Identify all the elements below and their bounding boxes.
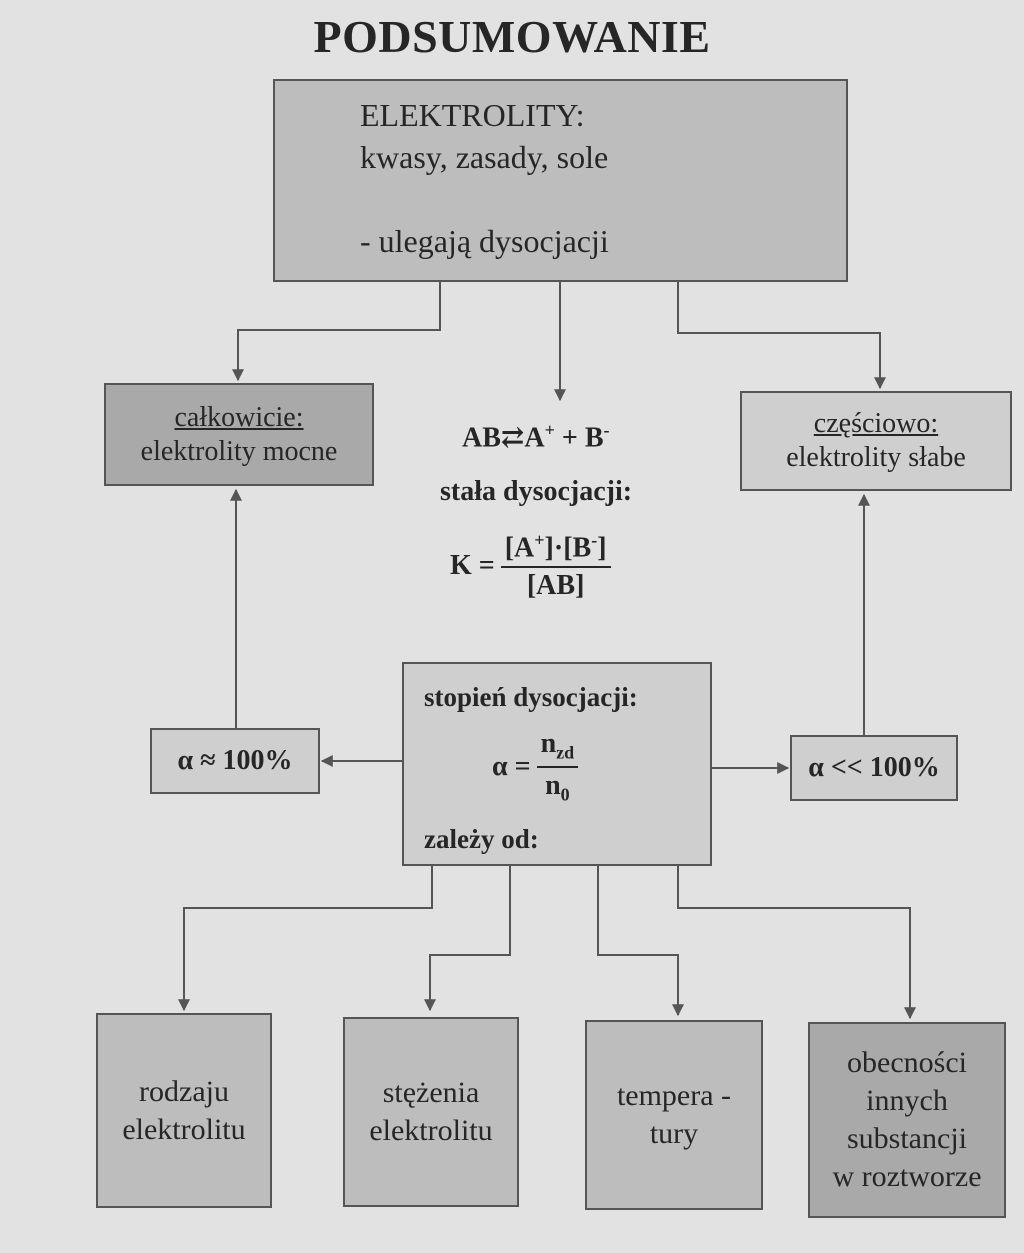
weak-electrolytes-box: częściowo: elektrolity słabe — [740, 391, 1012, 491]
strong-heading: całkowicie: — [174, 401, 304, 433]
factor-type-line2: elektrolitu — [122, 1112, 246, 1146]
constant-numerator: [A+]·[B-] — [500, 530, 611, 569]
constant-lhs: K = — [450, 550, 495, 582]
electrolytes-heading: ELEKTROLITY: — [360, 97, 585, 133]
strong-electrolytes-box: całkowicie: elektrolity mocne — [104, 383, 374, 486]
degree-fraction: nzd n0 — [536, 728, 579, 806]
arrow-top-to-right — [677, 282, 886, 390]
electrolytes-dissociation: - ulegają dysocjacji — [360, 223, 609, 259]
alpha-strong-box: α ≈ 100% — [150, 728, 320, 794]
denominator-n: n — [545, 769, 561, 801]
factor-other-line4: w roztworze — [832, 1160, 982, 1193]
degree-lhs: α = — [492, 750, 531, 782]
numerator-sub: zd — [556, 742, 575, 763]
cation-charge: + — [544, 420, 555, 440]
equation-plus: + — [554, 422, 585, 454]
alpha-strong-text: α ≈ 100% — [177, 745, 293, 776]
strong-text: elektrolity mocne — [140, 435, 338, 467]
factor-temperature-line2: tury — [649, 1117, 699, 1150]
equilibrium-arrows-icon: ⇄ — [500, 422, 525, 454]
denominator-sub: 0 — [560, 784, 570, 805]
constant-denominator: [AB] — [526, 570, 585, 602]
degree-label: stopień dysocjacji: — [424, 682, 638, 712]
weak-heading: częściowo: — [813, 408, 939, 439]
factor-concentration-line1: stężenia — [382, 1076, 480, 1109]
arrow-top-to-left — [232, 282, 441, 382]
numerator-anion-charge: - — [591, 530, 598, 550]
arrow-to-factor-4 — [677, 866, 916, 1020]
degree-formula: α = nzd n0 — [492, 728, 579, 806]
constant-formula: K = [A+]·[B-] [AB] — [450, 530, 611, 602]
page-title: PODSUMOWANIE — [313, 11, 711, 62]
alpha-weak-box: α << 100% — [790, 735, 958, 801]
arrow-to-factor-1 — [178, 866, 433, 1012]
degree-denominator: n0 — [545, 768, 570, 806]
numerator-cation: [A — [504, 532, 535, 564]
factor-box-other-substances: obecności innych substancji w roztworze — [808, 1022, 1006, 1218]
degree-numerator: nzd — [536, 728, 579, 768]
factor-box-type: rodzaju elektrolitu — [96, 1013, 272, 1208]
equation-cation: A — [524, 422, 545, 454]
degree-box: stopień dysocjacji: α = nzd n0 zależy od… — [402, 662, 712, 866]
electrolytes-types: kwasy, zasady, sole — [360, 139, 609, 175]
numerator-anion: ]·[B — [544, 532, 592, 564]
arrow-to-factor-2 — [424, 866, 511, 1012]
depends-label: zależy od: — [424, 824, 539, 854]
factor-box-concentration: stężenia elektrolitu — [343, 1017, 519, 1207]
factor-concentration-line2: elektrolitu — [369, 1114, 493, 1147]
factor-other-line2: innych — [866, 1084, 948, 1117]
factor-other-line1: obecności — [847, 1046, 967, 1079]
constant-fraction: [A+]·[B-] [AB] — [500, 530, 611, 602]
equation-lhs: AB — [462, 422, 501, 454]
numerator-n: n — [540, 728, 557, 759]
dissociation-equation: AB⇄A+ + B- — [462, 420, 610, 454]
equation-anion: B — [584, 422, 604, 454]
electrolytes-box: ELEKTROLITY: kwasy, zasady, sole - ulega… — [273, 79, 848, 282]
factor-other-line3: substancji — [847, 1122, 967, 1155]
weak-text: elektrolity słabe — [786, 442, 966, 473]
numerator-cation-charge: + — [534, 530, 545, 550]
numerator-close: ] — [597, 532, 607, 564]
constant-label: stała dysocjacji: — [440, 476, 633, 507]
factor-box-temperature: tempera - tury — [585, 1020, 763, 1210]
anion-charge: - — [603, 420, 610, 440]
alpha-weak-text: α << 100% — [808, 752, 940, 783]
factor-temperature-line1: tempera - — [616, 1079, 732, 1112]
factor-type-line1: rodzaju — [139, 1074, 229, 1108]
arrow-to-factor-3 — [597, 866, 684, 1017]
